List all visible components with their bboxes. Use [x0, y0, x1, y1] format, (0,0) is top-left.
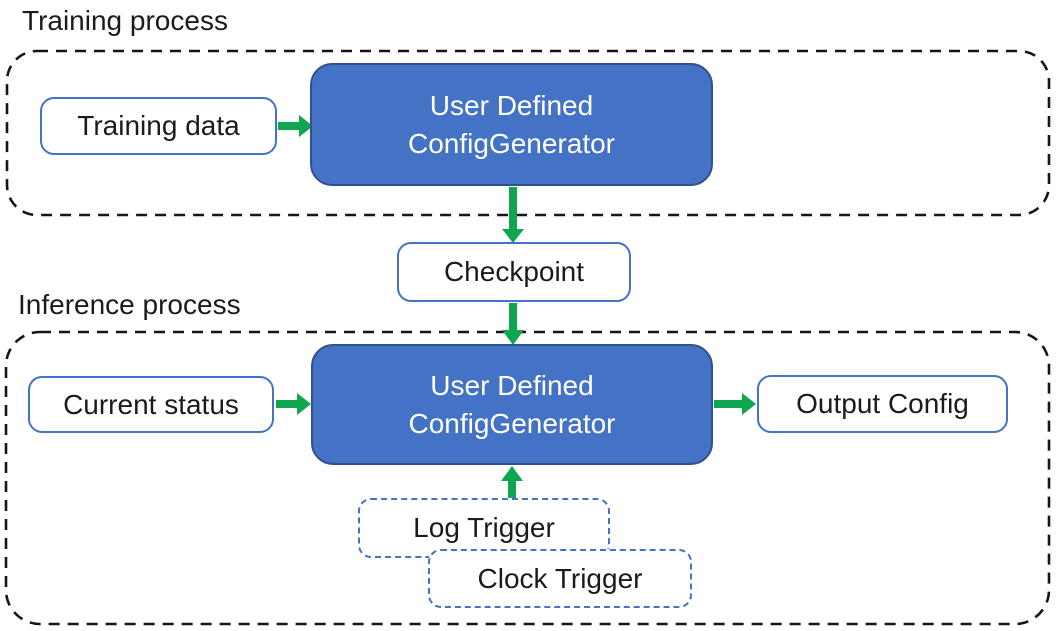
- inference-process-label: Inference process: [18, 289, 241, 320]
- arrow-trigger-to-generator: [501, 466, 523, 498]
- arrow-training-data-to-generator: [278, 115, 313, 137]
- inference-config-generator-node: User Defined ConfigGenerator: [311, 344, 713, 465]
- inference-config-generator-line2: ConfigGenerator: [408, 407, 616, 439]
- clock-trigger-node: Clock Trigger: [428, 549, 692, 608]
- arrow-generator-to-checkpoint: [502, 187, 524, 243]
- clock-trigger-label: Clock Trigger: [477, 562, 643, 594]
- log-trigger-label: Log Trigger: [413, 512, 555, 543]
- training-config-generator-line2: ConfigGenerator: [407, 127, 615, 159]
- current-status-label: Current status: [63, 388, 239, 420]
- training-config-generator-line1: User Defined: [429, 89, 594, 121]
- output-config-node: Output Config: [757, 375, 1008, 433]
- arrow-generator-to-output-config: [714, 393, 756, 415]
- arrow-checkpoint-to-generator: [502, 303, 524, 345]
- training-config-generator-node: User Defined ConfigGenerator: [310, 63, 713, 186]
- inference-config-generator-line1: User Defined: [430, 369, 594, 401]
- current-status-node: Current status: [28, 376, 274, 433]
- arrow-current-status-to-generator: [276, 393, 311, 415]
- inference-container-outline: [4, 330, 1051, 626]
- checkpoint-node: Checkpoint: [397, 242, 631, 302]
- output-config-label: Output Config: [796, 388, 969, 419]
- training-container-outline: [5, 49, 1051, 217]
- checkpoint-label: Checkpoint: [443, 256, 585, 287]
- training-process-label: Training process: [22, 5, 228, 36]
- training-data-label: Training data: [77, 110, 240, 141]
- training-data-node: Training data: [40, 97, 277, 155]
